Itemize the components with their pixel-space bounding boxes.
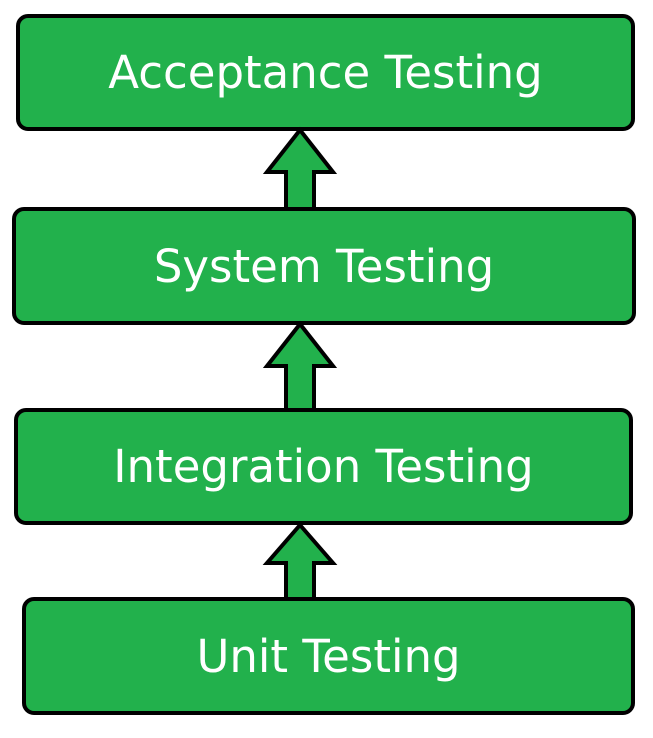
stage-box-acceptance-testing: Acceptance Testing [16,14,635,131]
up-arrow-icon [262,521,338,601]
stage-label-acceptance-testing: Acceptance Testing [108,46,543,99]
stage-label-unit-testing: Unit Testing [196,629,461,683]
stage-label-integration-testing: Integration Testing [113,440,534,493]
up-arrow-icon [262,320,338,412]
stage-box-system-testing: System Testing [12,207,636,325]
stage-label-system-testing: System Testing [153,239,495,293]
stage-box-unit-testing: Unit Testing [22,597,635,715]
stage-box-integration-testing: Integration Testing [14,408,633,525]
up-arrow-icon [262,126,338,211]
